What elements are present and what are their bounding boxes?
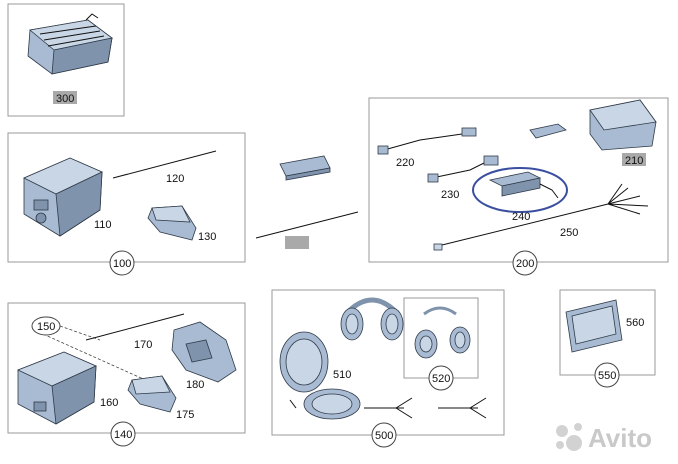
part-label-520: 520 [432, 373, 450, 385]
group-140: 150 170 160 175 180 140 [7, 302, 246, 447]
control-unit-300-illustration [27, 13, 113, 75]
card-190-illustration [279, 155, 331, 181]
part-360-highlight [285, 236, 309, 249]
group-label-140: 140 [114, 429, 132, 441]
part-label-120: 120 [166, 173, 184, 185]
group-label-500: 500 [375, 430, 393, 442]
group-300-frame [7, 3, 125, 117]
group-label-550: 550 [598, 370, 616, 382]
group-500: 510 520 500 [271, 289, 505, 448]
group-100: 110 120 130 100 [7, 132, 246, 276]
pad-130-illustration [147, 205, 197, 241]
cable-220-illustration [377, 127, 477, 155]
headphones-illustration [340, 297, 404, 341]
group-label-200: 200 [516, 258, 534, 270]
housing-180-illustration [171, 321, 237, 383]
watermark-text: Avito [588, 423, 652, 453]
part-label-170: 170 [134, 339, 152, 351]
case-510-illustration [279, 331, 361, 420]
part-label-180: 180 [186, 379, 204, 391]
subgroup-520-badge [428, 365, 454, 391]
ear-cushions-520-illustration [414, 306, 471, 359]
camera-110-illustration [23, 157, 103, 237]
part-label-110: 110 [94, 219, 112, 231]
cable-120-line [112, 150, 217, 179]
part-label-250: 250 [560, 227, 578, 239]
key-fob-illustration [529, 123, 567, 139]
cable-230-illustration [427, 155, 499, 183]
adapter-240-illustration [488, 171, 559, 199]
group-550-badge [594, 362, 620, 388]
part-label-210: 210 [625, 155, 643, 167]
group-550: 560 550 [559, 289, 656, 388]
part-label-510: 510 [333, 369, 351, 381]
part-300-highlight [53, 91, 77, 104]
part-label-560: 560 [626, 317, 644, 329]
cables-500-illustration [364, 397, 487, 419]
group-500-badge [371, 422, 397, 448]
part-210-highlight [622, 153, 646, 166]
leader-150-b [33, 329, 151, 383]
part-label-175: 175 [176, 409, 194, 421]
group-300: 300 [7, 3, 125, 117]
avito-watermark: Avito [556, 423, 652, 453]
group-label-100: 100 [113, 258, 131, 270]
pad-175-illustration [127, 375, 177, 413]
loose-parts [255, 155, 359, 249]
part-label-240: 240 [512, 211, 530, 223]
screen-560-illustration [565, 299, 623, 353]
module-210-illustration [589, 99, 657, 151]
cable-170-line [85, 313, 185, 341]
group-200: 220 210 230 240 250 200 [368, 97, 669, 276]
part-label-300: 300 [56, 93, 74, 105]
group-100-badge [109, 250, 135, 276]
cable-360-line [255, 211, 359, 239]
avito-logo-icon [556, 423, 582, 451]
part-label-150: 150 [37, 321, 55, 333]
group-140-badge [110, 421, 136, 447]
part-label-220: 220 [396, 157, 414, 169]
part-label-130: 130 [198, 231, 216, 243]
part-label-160: 160 [100, 397, 118, 409]
highlight-oval-240 [472, 167, 568, 213]
harness-250-illustration [433, 183, 649, 251]
camera-160-illustration [16, 351, 97, 425]
part-150-bubble [31, 316, 61, 336]
group-200-badge [512, 250, 538, 276]
part-label-230: 230 [441, 189, 459, 201]
